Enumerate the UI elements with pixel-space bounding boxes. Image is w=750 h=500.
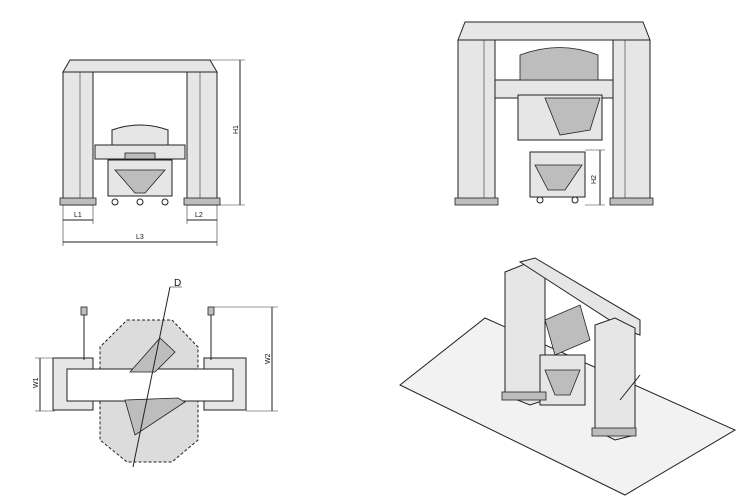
right-column [594, 317, 636, 441]
d-axis-line [132, 286, 171, 468]
top-beam [457, 21, 651, 41]
h2-label: H2 [591, 175, 598, 184]
l2-label: L2 [195, 212, 203, 219]
left-column [457, 39, 496, 204]
top-beam [62, 59, 218, 73]
left-column [62, 71, 94, 206]
hopper-assembly [94, 124, 186, 206]
isometric-view [399, 257, 737, 496]
right-column [186, 71, 218, 206]
side-view: H2 [454, 21, 654, 206]
l1-label: L1 [74, 212, 82, 219]
w1-label: W1 [33, 377, 40, 388]
w2-label: W2 [265, 353, 272, 364]
h1-label: H1 [233, 125, 240, 134]
floor-plate [399, 317, 737, 496]
front-view: H1 L1 L2 L3 [59, 59, 245, 246]
d-label: D [174, 278, 181, 289]
left-column [504, 261, 546, 406]
l3-label: L3 [136, 234, 144, 241]
top-beam [518, 257, 641, 336]
right-column [612, 39, 651, 204]
top-view: D W1 W2 [33, 278, 278, 468]
